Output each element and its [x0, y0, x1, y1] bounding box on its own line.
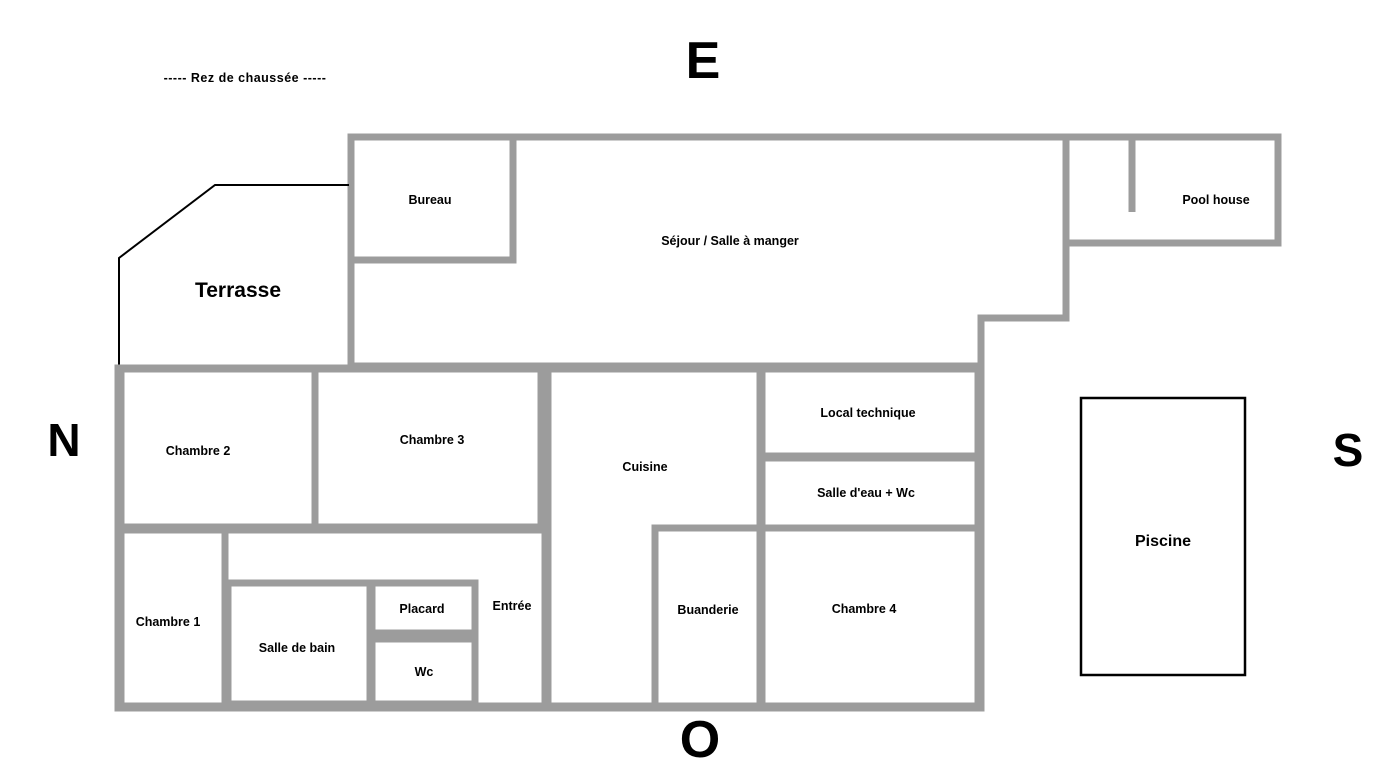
terrasse-label: Terrasse — [195, 279, 281, 302]
buanderie-room — [651, 524, 764, 710]
compass-south: S — [1333, 424, 1364, 476]
local-technique-label: Local technique — [820, 406, 915, 420]
terrasse-outline — [118, 184, 349, 366]
chambre1-label: Chambre 1 — [136, 615, 201, 629]
pool-house-label: Pool house — [1182, 193, 1249, 207]
buanderie-label: Buanderie — [677, 603, 738, 617]
bureau-room — [347, 133, 517, 264]
cuisine-label: Cuisine — [622, 460, 667, 474]
chambre2-label: Chambre 2 — [166, 444, 231, 458]
wc-room — [368, 635, 479, 708]
chambre1-room — [117, 526, 229, 710]
wc-label: Wc — [415, 665, 434, 679]
piscine-label: Piscine — [1135, 533, 1191, 550]
chambre3-label: Chambre 3 — [400, 433, 465, 447]
piscine-outline — [1079, 396, 1247, 677]
chambre3-room — [311, 365, 545, 531]
entree-label: Entrée — [493, 599, 532, 613]
bureau-label: Bureau — [408, 193, 451, 207]
compass-east: E — [686, 32, 721, 90]
salle-de-bain-room — [224, 579, 374, 708]
placard-room — [368, 579, 479, 637]
compass-north: N — [47, 414, 80, 466]
chambre4-room — [758, 524, 982, 710]
salle-de-bain-label: Salle de bain — [259, 641, 335, 655]
local-technique-room — [758, 365, 982, 460]
compass-west: O — [680, 711, 720, 768]
sejour-label: Séjour / Salle à manger — [661, 234, 799, 248]
placard-label: Placard — [399, 602, 444, 616]
chambre4-label: Chambre 4 — [832, 602, 897, 616]
salle-eau-wc-label: Salle d'eau + Wc — [817, 486, 915, 500]
pool-house-room — [1062, 133, 1282, 247]
floor-title: ----- Rez de chaussée ----- — [164, 71, 327, 85]
